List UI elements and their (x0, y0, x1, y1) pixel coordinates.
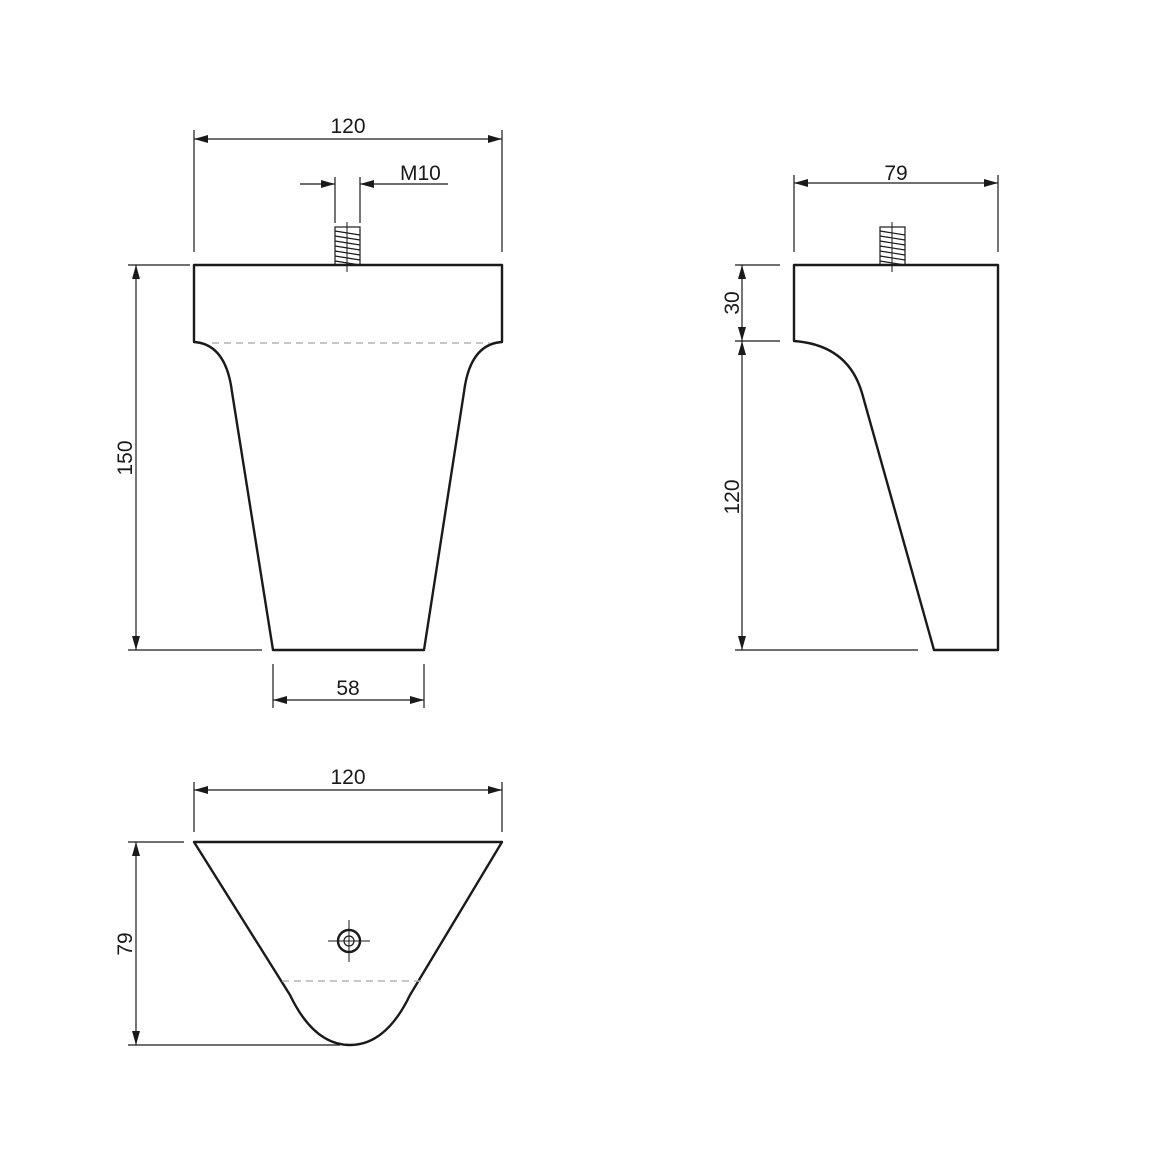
bottom-view: 120 79 (114, 766, 504, 1047)
side-depth-label: 79 (884, 162, 907, 185)
side-top-height-label: 30 (721, 291, 744, 314)
front-view-outline (192, 263, 504, 652)
side-view-outline (792, 263, 1000, 652)
bottom-view-depth-label: 79 (114, 932, 137, 955)
side-threaded-bolt (879, 222, 906, 272)
front-height-label: 150 (114, 440, 137, 475)
bottom-view-width-label: 120 (330, 766, 365, 789)
front-width-label: 120 (330, 115, 365, 138)
bottom-view-outline (192, 840, 504, 1047)
side-view: 79 30 120 (721, 162, 1000, 652)
front-view: 120 M10 150 58 (114, 115, 504, 708)
threaded-bolt (334, 222, 361, 272)
bottom-width-label: 58 (336, 677, 359, 700)
side-lower-height-label: 120 (721, 479, 744, 514)
thread-size-label: M10 (400, 162, 441, 185)
bolt-hole (328, 920, 370, 962)
